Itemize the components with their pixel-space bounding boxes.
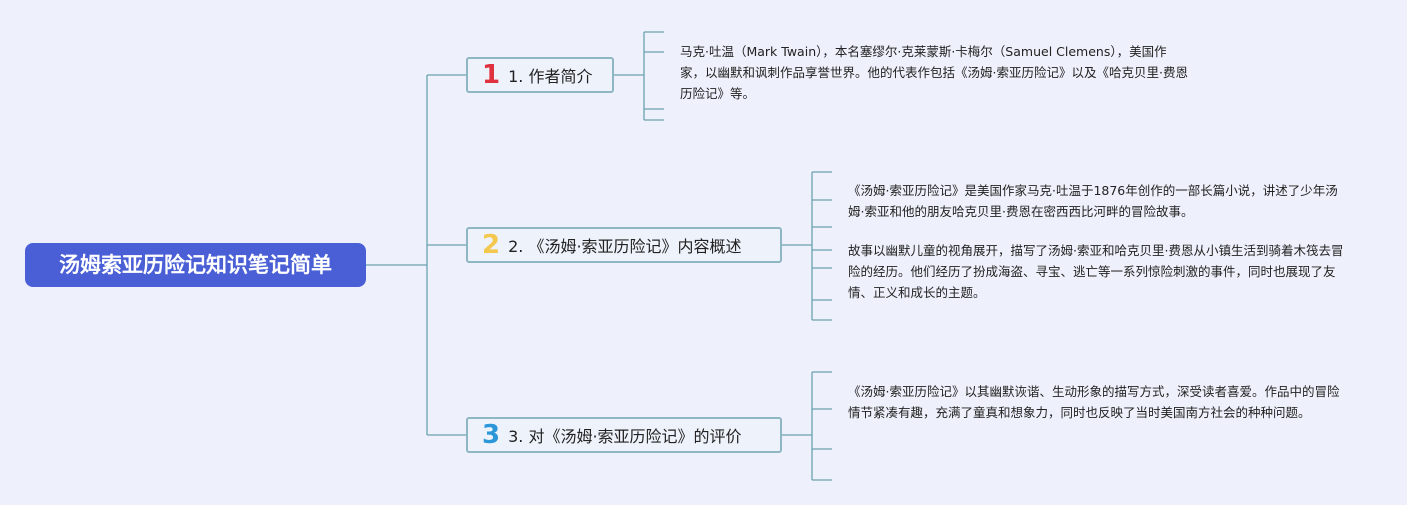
branch-1-note-bracket: [643, 31, 664, 121]
branch-label: 2. 《汤姆·索亚历险记》内容概述: [508, 237, 742, 256]
branch-label: 1. 作者简介: [508, 67, 593, 86]
branch-author-intro[interactable]: 1 1. 作者简介: [466, 57, 614, 93]
number-3-icon: 3: [482, 420, 501, 450]
root-topic[interactable]: 汤姆索亚历险记知识笔记简单: [25, 243, 366, 287]
content-summary-note-1: 《汤姆·索亚历险记》是美国作家马克·吐温于1876年创作的一部长篇小说，讲述了少…: [848, 183, 1338, 219]
branch-evaluation[interactable]: 3 3. 对《汤姆·索亚历险记》的评价: [466, 417, 782, 453]
branch-2-note-bracket: [811, 171, 832, 321]
author-intro-note: 马克·吐温（Mark Twain），本名塞缪尔·克莱蒙斯·卡梅尔（Samuel …: [680, 44, 1188, 101]
branch-content-summary[interactable]: 2 2. 《汤姆·索亚历险记》内容概述: [466, 227, 782, 263]
number-1-icon: 1: [482, 60, 501, 90]
evaluation-note: 《汤姆·索亚历险记》以其幽默诙谐、生动形象的描写方式，深受读者喜爱。作品中的冒险…: [848, 384, 1340, 420]
content-summary-note-2: 故事以幽默儿童的视角展开，描写了汤姆·索亚和哈克贝里·费恩从小镇生活到骑着木筏去…: [848, 243, 1344, 300]
branch-label: 3. 对《汤姆·索亚历险记》的评价: [508, 427, 742, 446]
branch-3-note-bracket: [811, 371, 832, 481]
number-2-icon: 2: [482, 230, 501, 260]
